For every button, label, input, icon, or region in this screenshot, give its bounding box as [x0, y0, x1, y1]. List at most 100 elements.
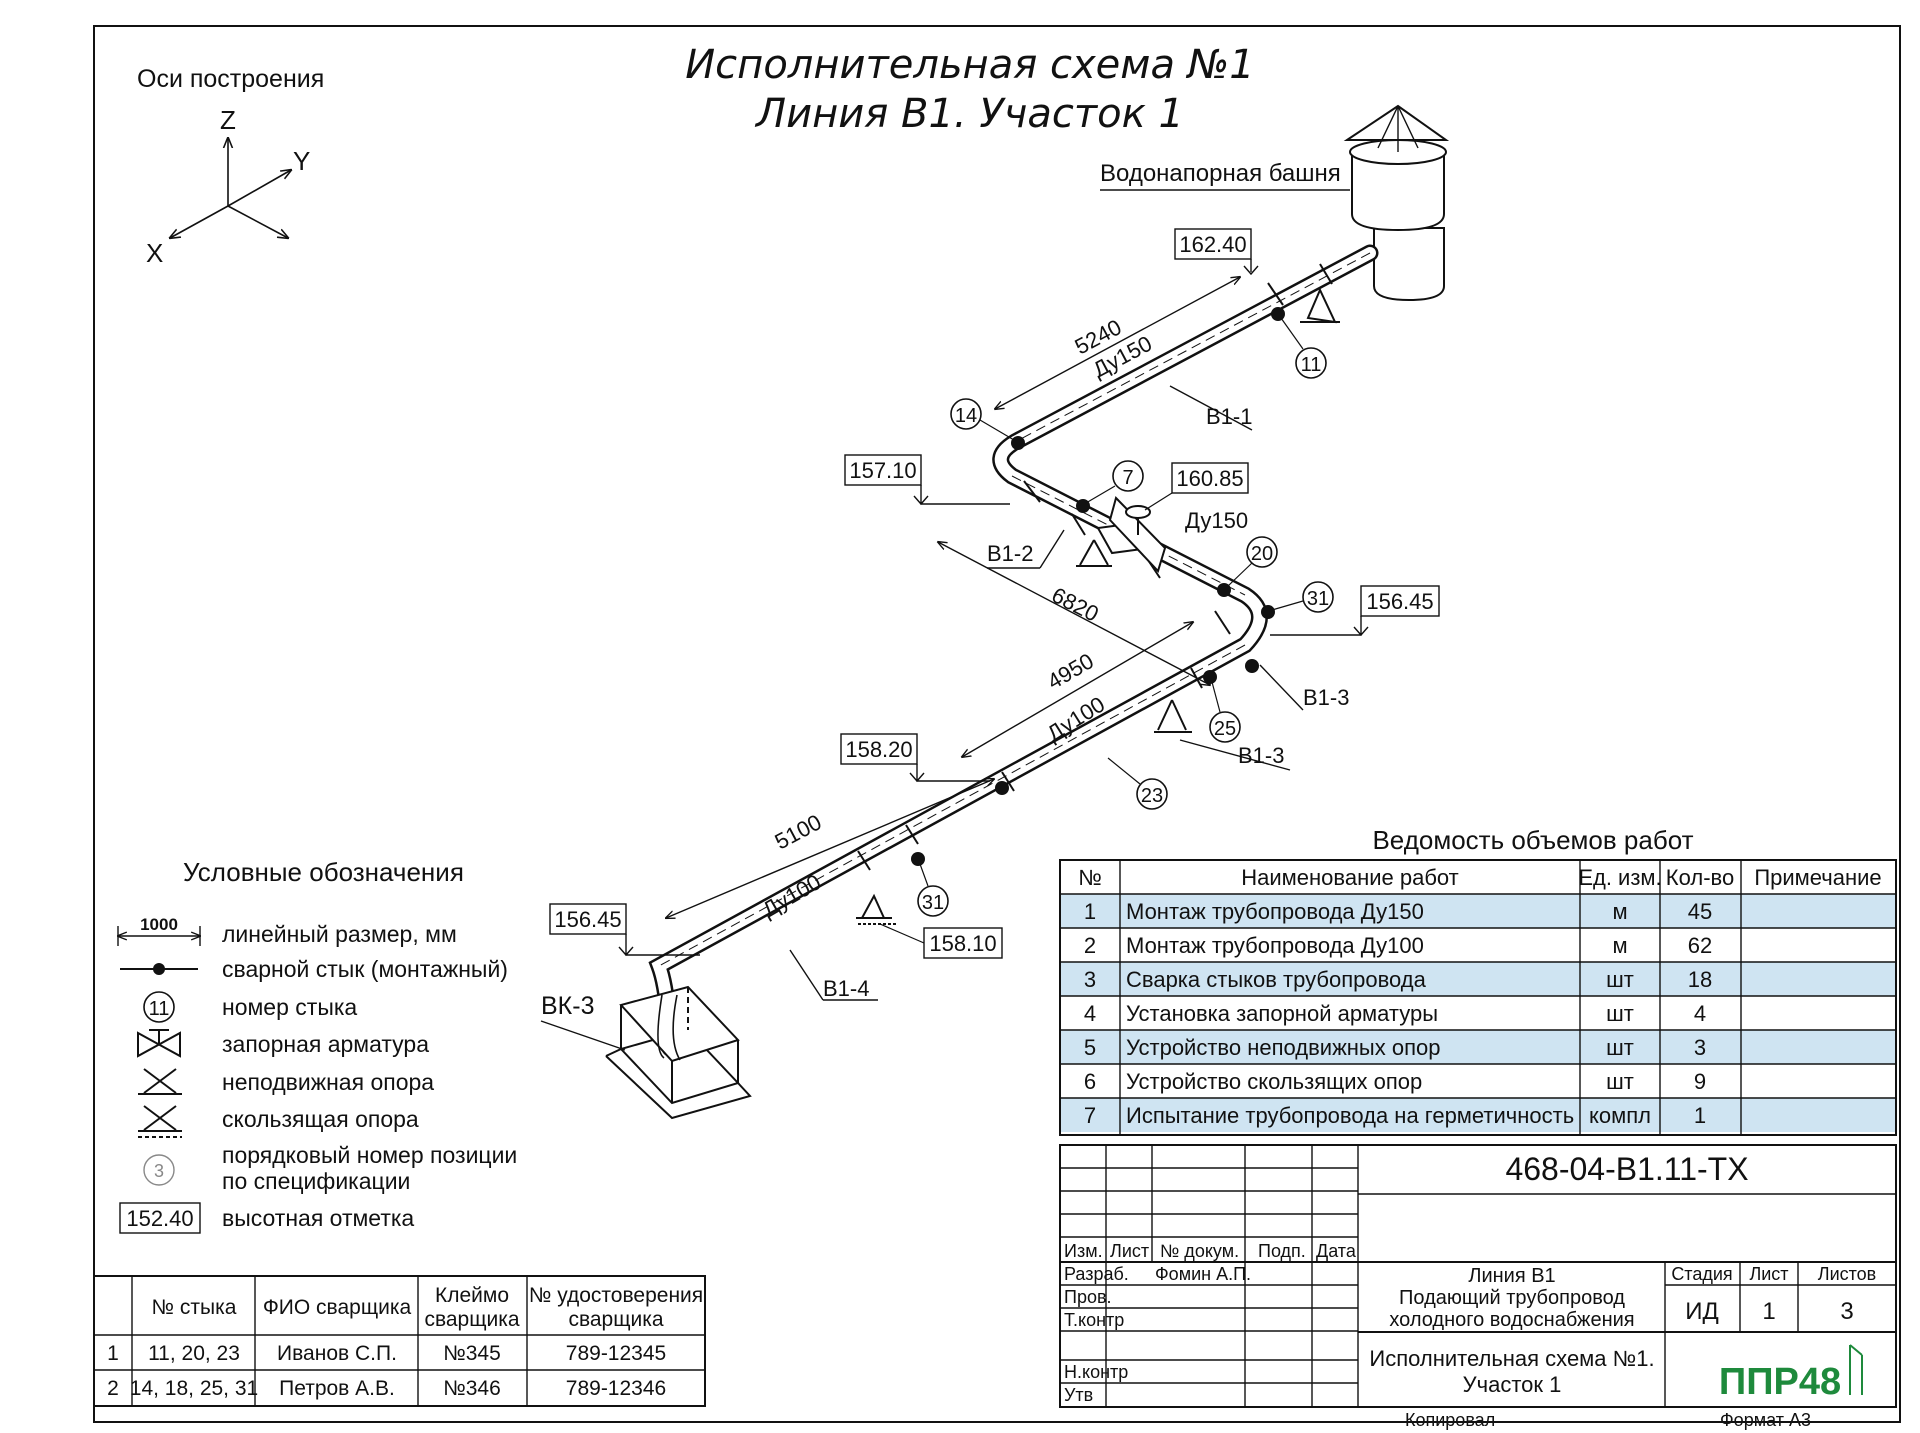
stamp-rev-header: № докум.	[1160, 1241, 1239, 1261]
welders-header: № удостоверения	[529, 1284, 703, 1307]
elevation-value: 156.45	[1366, 589, 1433, 614]
copied-label: Копировал	[1405, 1410, 1495, 1430]
well-vk3	[605, 985, 752, 1120]
welders-cell: Петров А.В.	[279, 1377, 395, 1400]
welders-header: сварщика	[424, 1308, 519, 1331]
sheet-title-line: Исполнительная схема №1.	[1369, 1346, 1654, 1371]
stamp-rev-header: Подп.	[1258, 1241, 1306, 1261]
scheme-title-line2: Линия В1. Участок 1	[754, 91, 1184, 137]
title-block: 468-04-В1.11-ТХ Изм. Лист № докум. Подп.…	[1059, 1144, 1897, 1430]
welders-cell: 2	[107, 1377, 119, 1400]
stamp-rev-header: Лист	[1110, 1241, 1149, 1261]
segment-label: В1-2	[987, 541, 1033, 566]
works-cell: 5	[1084, 1035, 1096, 1060]
works-cell: 4	[1084, 1001, 1096, 1026]
sheets-value: 3	[1840, 1298, 1853, 1325]
segment-labels: В1-1 В1-2 В1-3 В1-3 В1-4	[789, 385, 1349, 1001]
works-header: №	[1078, 865, 1102, 890]
works-cell: 18	[1688, 967, 1712, 992]
legend-item-text: неподвижная опора	[222, 1069, 434, 1095]
works-cell: Установка запорной арматуры	[1126, 1001, 1438, 1026]
works-header: Примечание	[1754, 865, 1881, 890]
scheme-title-line1: Исполнительная схема №1	[685, 42, 1254, 88]
sheet-value: 1	[1762, 1298, 1775, 1325]
welders-header: ФИО сварщика	[263, 1296, 412, 1319]
works-cell: 3	[1694, 1035, 1706, 1060]
legend-fixed-support-symbol	[138, 1068, 182, 1095]
diameter-label: Ду100	[758, 869, 825, 922]
document-code: 468-04-В1.11-ТХ	[1505, 1151, 1748, 1187]
welders-table: № стыка ФИО сварщика Клеймо сварщика № у…	[93, 1275, 706, 1407]
object-line: холодного водоснабжения	[1389, 1309, 1634, 1331]
joint-number: 7	[1122, 467, 1133, 489]
legend-item-text: запорная арматура	[222, 1031, 429, 1057]
joint-number: 31	[922, 892, 944, 914]
works-row-highlight	[1060, 1098, 1896, 1132]
dimension-5100: 5100	[771, 809, 826, 854]
dimension-4950: 4950	[1043, 648, 1098, 694]
works-cell: м	[1612, 933, 1627, 958]
stamp-role: Т.контр	[1064, 1310, 1124, 1330]
welders-header: сварщика	[568, 1308, 663, 1331]
dimension-6820: 6820	[1048, 582, 1103, 626]
welders-header: Клеймо	[435, 1284, 509, 1307]
well-label: ВК-3	[541, 992, 594, 1020]
works-cell: компл	[1589, 1103, 1651, 1128]
legend: Условные обозначения 1000 линейный разме…	[118, 857, 517, 1234]
works-title: Ведомость объемов работ	[1372, 825, 1693, 855]
object-line: Подающий трубопровод	[1399, 1287, 1625, 1309]
legend-pos-sample: 3	[154, 1161, 164, 1181]
sheets-label: Листов	[1818, 1264, 1876, 1284]
diameter-label: Ду150	[1185, 508, 1248, 533]
welders-cell: №345	[443, 1342, 501, 1365]
sheet-frame	[93, 25, 1901, 1423]
works-grid	[1059, 859, 1897, 1136]
axes-caption: Оси построения	[137, 65, 324, 93]
welders-cell: №346	[443, 1377, 501, 1400]
axis-x-label: X	[146, 238, 163, 268]
works-cell: Испытание трубопровода на герметичность	[1126, 1103, 1574, 1128]
works-cell: шт	[1606, 1069, 1634, 1094]
works-cell: 1	[1084, 899, 1096, 924]
water-tower	[1343, 104, 1450, 302]
works-cell: Сварка стыков трубопровода	[1126, 967, 1427, 992]
works-cell: 1	[1694, 1103, 1706, 1128]
legend-position-symbol	[143, 1154, 175, 1186]
sheet-title-line: Участок 1	[1463, 1372, 1562, 1397]
legend-item-text: номер стыка	[222, 994, 357, 1020]
stamp-role: Н.контр	[1064, 1362, 1128, 1382]
segment-label: В1-3	[1238, 743, 1284, 768]
axis-y-label: Y	[293, 146, 310, 176]
works-cell: шт	[1606, 1035, 1634, 1060]
works-cell: 45	[1688, 899, 1712, 924]
legend-item-text: линейный размер, мм	[222, 921, 457, 947]
works-cell: шт	[1606, 1001, 1634, 1026]
legend-weld-symbol	[120, 963, 198, 975]
welders-cell: 789-12345	[566, 1342, 666, 1365]
axis-z-label: Z	[220, 105, 236, 135]
elevation-value: 158.10	[929, 931, 996, 956]
elevation-value: 160.85	[1176, 466, 1243, 491]
joint-number: 14	[955, 405, 977, 427]
works-cell: м	[1612, 899, 1627, 924]
works-row-highlight	[1060, 894, 1896, 928]
stamp-role: Утв	[1064, 1385, 1093, 1405]
works-cell: 6	[1084, 1069, 1096, 1094]
works-row-highlight	[1060, 1030, 1896, 1064]
works-cell: Монтаж трубопровода Ду150	[1126, 899, 1424, 924]
legend-title: Условные обозначения	[183, 857, 464, 887]
works-header: Наименование работ	[1241, 865, 1459, 890]
works-cell: Монтаж трубопровода Ду100	[1126, 933, 1424, 958]
stamp-role: Разраб.	[1064, 1264, 1129, 1284]
joint-number: 25	[1214, 718, 1236, 740]
welders-cell: 1	[107, 1342, 119, 1365]
legend-elev-sample: 152.40	[126, 1206, 193, 1231]
stamp-rev-header: Дата	[1316, 1241, 1357, 1261]
elevation-value: 156.45	[554, 907, 621, 932]
legend-item-text: порядковый номер позиции	[222, 1142, 517, 1168]
works-cell: 2	[1084, 933, 1096, 958]
stage-label: Стадия	[1671, 1264, 1732, 1284]
legend-joint-symbol	[143, 991, 175, 1023]
